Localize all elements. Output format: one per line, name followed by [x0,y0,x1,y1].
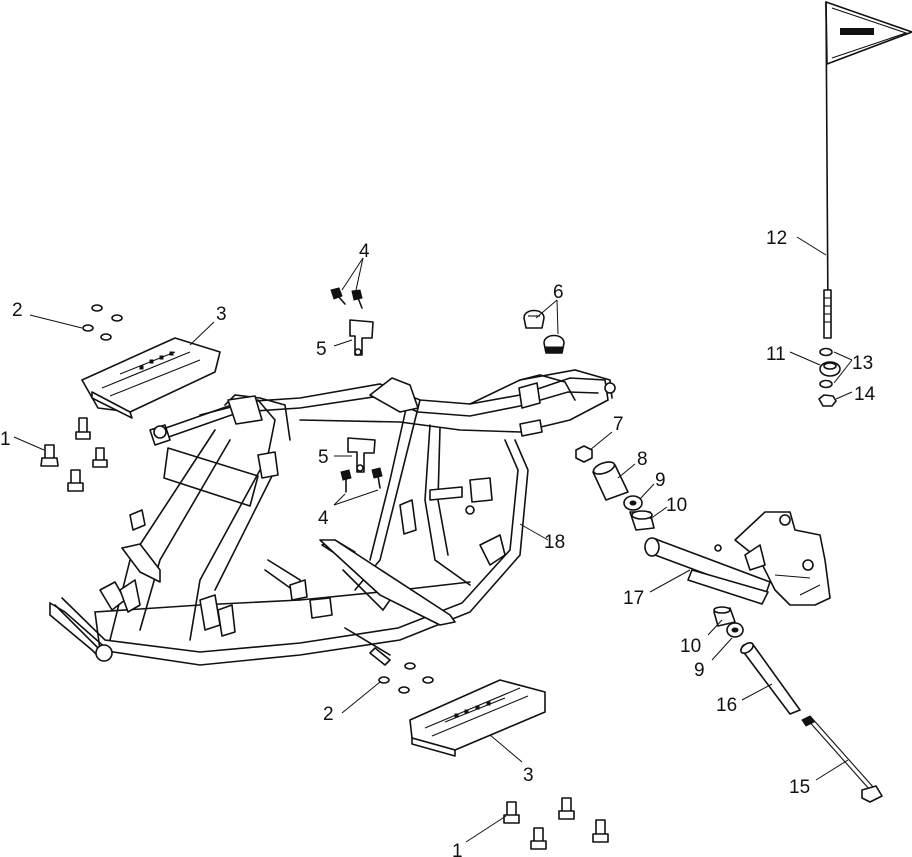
steering-bushing-8 [592,461,629,501]
callout-18: 18 [544,532,565,553]
callout-12: 12 [766,228,787,249]
flag-logo [840,28,874,35]
callout-9: 9 [655,470,666,491]
callout-7: 7 [613,414,624,435]
callout-2: 2 [12,300,23,321]
callout-6: 6 [553,282,564,303]
steering-washer-9-upper [623,495,643,511]
footrest-upper [81,337,221,419]
callout-10: 10 [680,636,701,657]
steering-post-17 [644,511,831,606]
callout-5: 5 [316,339,327,360]
bracket-upper-5 [349,319,374,356]
callout-2: 2 [323,704,334,725]
main-frame [49,369,616,666]
steering-bolt-15 [801,715,883,803]
callout-1: 1 [452,841,463,857]
callout-5: 5 [318,447,329,468]
callout-16: 16 [716,695,737,716]
steering-bearing-10-upper [629,510,655,531]
bolts-lower [503,797,609,850]
bolts-top-4 [330,287,363,309]
callout-14: 14 [854,384,876,405]
bolts-lower-4 [340,467,383,493]
leader-lines [13,236,853,843]
footrest-lower [409,679,546,757]
callout-4: 4 [359,241,370,262]
washers-lower [378,662,434,694]
steering-washer-9-lower [726,622,744,638]
callout-3: 3 [216,304,227,325]
callout-4: 4 [318,508,329,529]
washers-upper [82,304,123,341]
callout-13: 13 [852,353,873,374]
callout-3: 3 [523,765,534,786]
bolts-upper [40,417,108,492]
callout-11: 11 [766,344,786,365]
flag-washers [818,347,841,407]
steering-nut-7 [575,445,593,463]
callout-9: 9 [694,660,705,681]
callout-10: 10 [666,495,687,516]
callout-17: 17 [623,588,644,609]
callout-8: 8 [637,449,648,470]
safety-flag [823,1,912,339]
callout-15: 15 [789,777,810,798]
bracket-lower-5 [347,437,376,473]
callout-1: 1 [0,429,11,450]
steering-bearing-10-lower [713,606,736,627]
steering-tube-16 [740,642,801,715]
callout-labels: 1 1 2 2 3 3 4 4 5 5 6 7 8 9 9 10 10 11 1… [0,228,876,857]
